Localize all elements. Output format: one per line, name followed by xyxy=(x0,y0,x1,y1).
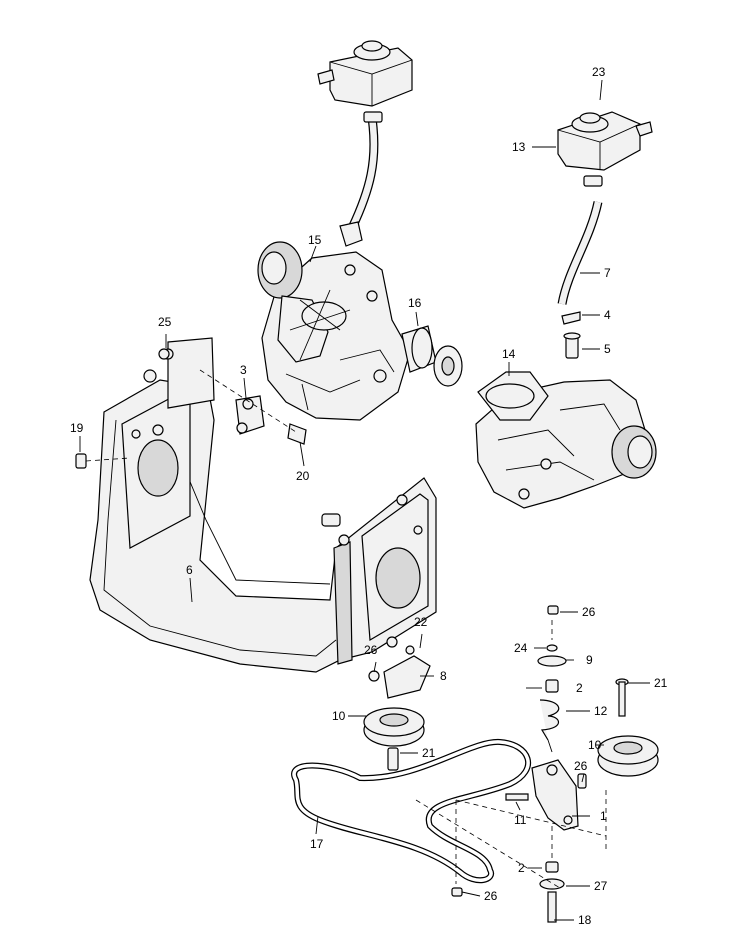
callout-21-right: 21 xyxy=(654,676,668,690)
callout-25: 25 xyxy=(158,315,172,329)
nut-26-bottom xyxy=(451,887,463,897)
callout-26-bottom: 26 xyxy=(484,889,498,903)
fitting-4-5 xyxy=(561,311,581,359)
callout-16: 16 xyxy=(408,296,422,310)
callout-26-left: 26 xyxy=(364,643,378,657)
callout-11: 11 xyxy=(514,813,527,827)
callout-9: 9 xyxy=(586,653,593,667)
callout-23: 23 xyxy=(592,65,606,79)
bolt-19 xyxy=(75,453,131,469)
callout-26-middle-right: 26 xyxy=(574,759,588,773)
drive-belt-17 xyxy=(291,738,532,884)
hose-right xyxy=(557,201,603,305)
callout-labels: 1 2 2 3 4 5 6 7 8 9 10 10 11 12 13 14 15… xyxy=(70,65,668,925)
pulley-10-left xyxy=(363,707,425,771)
pin-21-right xyxy=(615,678,629,717)
callout-1: 1 xyxy=(600,809,607,823)
callout-2-lower: 2 xyxy=(518,861,525,875)
callout-27: 27 xyxy=(594,879,608,893)
callout-4: 4 xyxy=(604,308,611,322)
callout-19: 19 xyxy=(70,421,84,435)
callout-14: 14 xyxy=(502,347,516,361)
callout-17: 17 xyxy=(310,837,324,851)
transaxle-center xyxy=(257,241,411,421)
mount-frame xyxy=(89,337,437,673)
callout-7: 7 xyxy=(604,266,611,280)
dash-guides xyxy=(415,790,607,889)
reservoir-left xyxy=(317,40,413,107)
callout-8: 8 xyxy=(440,669,447,683)
callout-3: 3 xyxy=(240,363,247,377)
callout-6: 6 xyxy=(186,563,193,577)
callout-13: 13 xyxy=(512,140,526,154)
reservoir-right xyxy=(557,111,653,187)
idler-stack-right xyxy=(505,605,587,923)
callout-10-right: 10 xyxy=(588,738,602,752)
idler-bracket-8 xyxy=(368,636,431,699)
pulley-10-right xyxy=(597,735,659,777)
callout-2-upper: 2 xyxy=(576,681,583,695)
link-bracket-3 xyxy=(199,369,307,445)
callout-21-left: 21 xyxy=(422,746,436,760)
callout-26-upper-right: 26 xyxy=(582,605,596,619)
callout-15: 15 xyxy=(308,233,322,247)
callout-22: 22 xyxy=(414,615,428,629)
callout-10-left: 10 xyxy=(332,709,346,723)
transaxle-right xyxy=(475,371,657,509)
callout-24: 24 xyxy=(514,641,528,655)
callout-18: 18 xyxy=(578,913,592,925)
nut-25 xyxy=(158,348,170,360)
leader-lines xyxy=(79,79,650,921)
callout-12: 12 xyxy=(594,704,608,718)
hose-left xyxy=(339,111,383,247)
callout-5: 5 xyxy=(604,342,611,356)
fan-pulley-16 xyxy=(401,325,463,387)
callout-20: 20 xyxy=(296,469,310,483)
